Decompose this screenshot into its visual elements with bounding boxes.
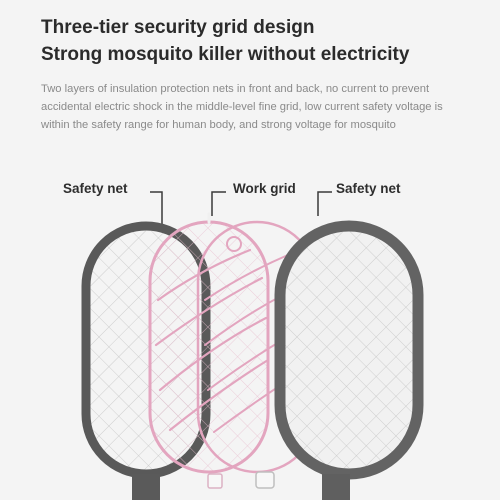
description: Two layers of insulation protection nets… — [41, 80, 491, 134]
headline-line-2: Strong mosquito killer without electrici… — [41, 44, 410, 65]
label-safety-net-front: Safety net — [63, 181, 128, 196]
headline-line-1: Three-tier security grid design — [41, 17, 315, 38]
leader-line-right — [317, 191, 332, 216]
label-safety-net-back: Safety net — [336, 181, 401, 196]
description-line-1: Two layers of insulation protection nets… — [41, 83, 430, 95]
label-work-grid: Work grid — [233, 181, 296, 196]
leader-line-left — [150, 191, 163, 224]
description-line-2: accidental electric shock in the middle-… — [41, 101, 443, 113]
description-line-3: within the safety range for human body, … — [41, 119, 396, 131]
headline: Three-tier security grid design Strong m… — [41, 14, 409, 68]
leader-line-middle — [211, 191, 226, 216]
handle-front — [132, 474, 160, 500]
racket-safety-net-back-icon — [274, 220, 424, 500]
